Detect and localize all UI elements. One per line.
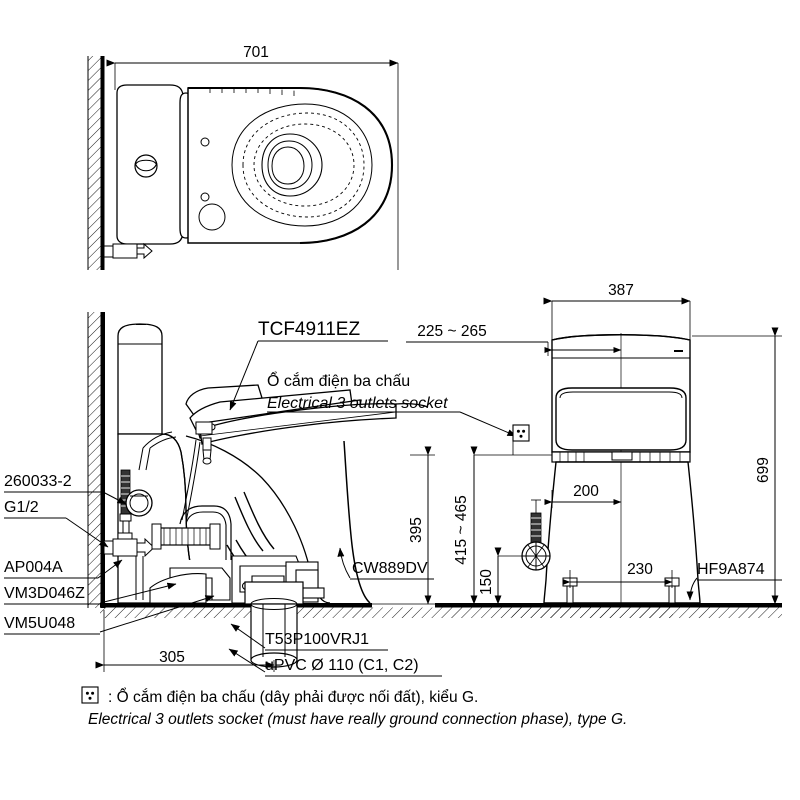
dim-valve-height-range: 415 ~ 465 xyxy=(453,446,512,605)
legend-socket-icon xyxy=(81,686,99,704)
dim-socket-height-range: 225 ~ 265 xyxy=(406,323,622,356)
callout-part-vm3d046z: VM3D046Z xyxy=(4,582,177,605)
callout-part-vm5u048: VM5U048 xyxy=(4,595,215,635)
dim-valve-height: 150 xyxy=(478,547,522,605)
dim-socket-height-range-label: 225 ~ 265 xyxy=(417,323,486,340)
dim-bolt-spacing: 230 xyxy=(562,561,673,588)
dim-bolt-spacing-label: 230 xyxy=(627,561,653,578)
side-view-supply-group xyxy=(103,431,177,600)
callout-pipe: uPVC Ø 110 (C1, C2) xyxy=(228,648,442,677)
callout-part-260033-label: 260033-2 xyxy=(4,473,72,490)
top-view-rear-marks xyxy=(209,88,295,96)
top-view-seat-inner-3 xyxy=(253,123,355,207)
dim-valve-height-label: 150 xyxy=(478,569,495,595)
callout-pipe-label: uPVC Ø 110 (C1, C2) xyxy=(265,657,419,674)
callout-washlet-model: TCF4911EZ xyxy=(229,319,388,411)
front-view-floor xyxy=(512,603,782,619)
front-view-supply-valve xyxy=(521,499,551,571)
callout-part-ap004a: AP004A xyxy=(4,559,123,579)
dim-overall-height: 699 xyxy=(692,327,782,605)
side-view-inlet-pipe xyxy=(179,505,232,560)
callout-supply-model: HF9A874 xyxy=(686,561,782,601)
callout-flange-label: T53P100VRJ1 xyxy=(265,631,369,648)
top-view-hole-lower xyxy=(200,192,210,202)
side-view-wall xyxy=(87,312,105,608)
callout-thread-g12: G1/2 xyxy=(4,499,109,548)
callout-supply-model-label: HF9A874 xyxy=(697,561,765,578)
dim-overall-depth-label: 701 xyxy=(243,44,269,61)
top-view-supply-fitting xyxy=(103,242,153,260)
side-view: 395 305 TCF4911EZ Ổ cắm điện ba chấu Ele… xyxy=(4,312,673,677)
callout-part-260033: 260033-2 xyxy=(4,473,127,505)
front-view-seat xyxy=(555,387,687,451)
side-view-seat-edge xyxy=(395,402,429,408)
callout-part-vm3d046z-label: VM3D046Z xyxy=(4,585,85,602)
dim-overall-depth: 701 xyxy=(106,44,399,270)
front-view-socket-symbol xyxy=(512,424,530,442)
top-view: 701 xyxy=(87,44,399,270)
dim-drain-offset: 305 xyxy=(95,610,275,672)
dim-valve-offset-label: 200 xyxy=(573,483,599,500)
callout-washlet-model-label: TCF4911EZ xyxy=(258,319,360,340)
top-view-hole-upper xyxy=(200,137,210,147)
dim-overall-width-label: 387 xyxy=(608,282,634,299)
top-view-wall xyxy=(87,56,105,270)
dim-valve-height-range-label: 415 ~ 465 xyxy=(453,495,470,564)
dim-drain-offset-label: 305 xyxy=(159,649,185,666)
side-view-hose-2 xyxy=(185,441,201,523)
dim-overall-width: 387 xyxy=(543,282,691,341)
callout-part-vm5u048-label: VM5U048 xyxy=(4,615,75,632)
callout-thread-g12-label: G1/2 xyxy=(4,499,39,516)
callout-bowl-model: CW889DV xyxy=(337,547,434,580)
callout-bowl-model-label: CW889DV xyxy=(352,560,428,577)
callout-flange: T53P100VRJ1 xyxy=(230,623,388,651)
top-view-seat-inner-2 xyxy=(242,112,365,218)
front-view-pedestal xyxy=(543,461,701,604)
side-view-tank xyxy=(117,323,163,435)
top-view-flush-button xyxy=(134,154,158,178)
legend-line-vn: : Ổ cắm điện ba chấu (dây phải được nối … xyxy=(108,688,478,706)
side-view-washlet xyxy=(185,384,397,445)
dim-valve-offset: 200 xyxy=(544,483,622,508)
front-view: 387 225 ~ 265 699 415 ~ 465 150 xyxy=(406,282,782,619)
dim-overall-height-label: 699 xyxy=(755,457,772,483)
side-view-element xyxy=(151,523,221,550)
legend: : Ổ cắm điện ba chấu (dây phải được nối … xyxy=(81,686,627,728)
top-view-nozzle xyxy=(261,133,323,197)
side-view-nozzle-assembly xyxy=(202,437,212,465)
callout-socket-note: Ổ cắm điện ba chấu Electrical 3 outlets … xyxy=(267,371,517,437)
callout-socket-en-label: Electrical 3 outlets socket xyxy=(267,395,448,412)
top-view-seat-inner-1 xyxy=(231,103,373,227)
dim-bowl-height-label: 395 xyxy=(408,517,425,543)
side-view-drain-pipe xyxy=(244,581,304,668)
top-view-opening xyxy=(198,203,226,231)
callout-socket-vn-label: Ổ cắm điện ba chấu xyxy=(267,371,410,390)
legend-line-en: Electrical 3 outlets socket (must have r… xyxy=(88,711,627,728)
callout-part-ap004a-label: AP004A xyxy=(4,559,63,576)
side-view-inlet-pipe-2 xyxy=(185,511,227,560)
